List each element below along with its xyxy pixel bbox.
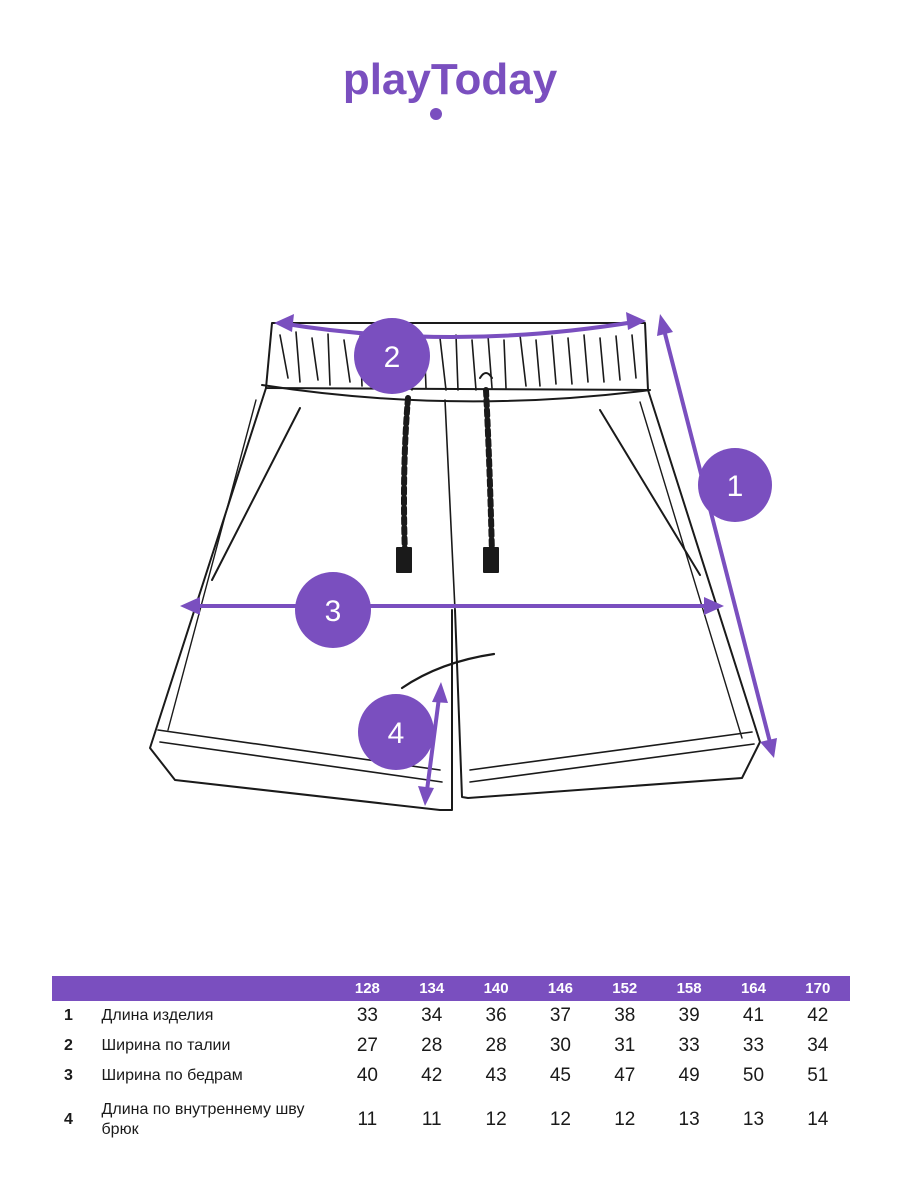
measurement-value: 28 xyxy=(485,1035,507,1056)
shorts-sketch-icon: 1 2 3 4 xyxy=(149,312,777,811)
measurement-value: 33 xyxy=(742,1035,765,1056)
measurement-value: 47 xyxy=(614,1065,636,1086)
size-header-152: 152 xyxy=(612,980,638,997)
brand-logo: playToday xyxy=(0,52,900,124)
measurement-value: 12 xyxy=(485,1109,507,1130)
measurement-value: 40 xyxy=(356,1065,378,1086)
marker-1-badge: 1 xyxy=(698,448,772,522)
size-header-140: 140 xyxy=(483,980,509,997)
measurement-value: 42 xyxy=(421,1065,443,1086)
marker-2-badge: 2 xyxy=(354,318,430,394)
table-row: 4 Длина по внутреннему шву брюк 11 11 12… xyxy=(52,1091,850,1149)
right-pocket xyxy=(599,409,701,576)
waistband-lower-edge xyxy=(261,384,651,403)
size-header-146: 146 xyxy=(547,980,573,997)
logo-wordmark: playToday xyxy=(343,55,558,104)
right-leg-outline xyxy=(454,389,761,799)
measurement-value: 12 xyxy=(614,1109,636,1130)
marker-3-badge: 3 xyxy=(295,572,371,648)
measurement-value: 34 xyxy=(807,1035,829,1056)
measurement-name: Длина по внутреннему шву брюк xyxy=(101,1101,305,1138)
measurement-value: 12 xyxy=(549,1109,571,1130)
measurement-value: 43 xyxy=(485,1065,507,1086)
measurement-name: Ширина по талии xyxy=(101,1037,231,1054)
table-row: 1 Длина изделия 33 34 36 37 38 39 41 42 xyxy=(52,1001,850,1031)
logo-dot xyxy=(430,108,442,120)
svg-text:2: 2 xyxy=(384,341,401,374)
length-arrow xyxy=(660,320,774,752)
size-header-170: 170 xyxy=(805,980,831,997)
left-pocket xyxy=(211,407,301,581)
size-header-row: 128 134 140 146 152 158 164 170 xyxy=(52,976,850,1001)
measurement-value: 30 xyxy=(549,1035,571,1056)
size-header-134: 134 xyxy=(419,980,445,997)
measurement-value: 50 xyxy=(742,1065,765,1086)
measurement-name: Ширина по бедрам xyxy=(101,1067,243,1084)
measurement-value: 13 xyxy=(742,1109,765,1130)
measurement-value: 33 xyxy=(356,1005,378,1026)
size-header-164: 164 xyxy=(740,980,766,997)
svg-text:1: 1 xyxy=(727,470,744,503)
playtoday-logo-icon: playToday xyxy=(343,55,558,120)
measurement-value: 49 xyxy=(678,1065,700,1086)
waist-arrow xyxy=(278,319,642,339)
svg-text:4: 4 xyxy=(388,717,405,750)
measurement-value: 11 xyxy=(357,1109,378,1130)
left-leg-outline xyxy=(149,387,453,811)
measurement-value: 13 xyxy=(678,1109,700,1130)
measurement-value: 28 xyxy=(421,1035,443,1056)
measurement-value: 38 xyxy=(614,1005,636,1026)
table-row: 2 Ширина по талии 27 28 28 30 31 33 33 3… xyxy=(52,1031,850,1061)
measurement-value: 42 xyxy=(807,1005,829,1026)
measurement-value: 11 xyxy=(421,1109,442,1130)
header-num-cell xyxy=(52,976,102,1001)
measurement-value: 14 xyxy=(807,1109,829,1130)
measurement-name: Длина изделия xyxy=(101,1007,214,1024)
measurement-value: 31 xyxy=(614,1035,636,1056)
size-header-158: 158 xyxy=(676,980,702,997)
measurement-value: 41 xyxy=(742,1005,765,1026)
measurement-value: 37 xyxy=(549,1005,571,1026)
measurement-value: 39 xyxy=(678,1005,700,1026)
svg-text:3: 3 xyxy=(325,595,342,628)
marker-4-badge: 4 xyxy=(358,694,434,770)
measurement-value: 36 xyxy=(485,1005,507,1026)
size-header-128: 128 xyxy=(354,980,380,997)
measurement-value: 45 xyxy=(549,1065,571,1086)
row-number: 2 xyxy=(64,1037,73,1054)
header-name-cell xyxy=(102,976,336,1001)
row-number: 4 xyxy=(64,1111,73,1128)
measurement-value: 27 xyxy=(356,1035,378,1056)
size-chart-table: 128 134 140 146 152 158 164 170 1 Длина … xyxy=(52,976,850,1149)
measurement-value: 34 xyxy=(421,1005,443,1026)
table-row: 3 Ширина по бедрам 40 42 43 45 47 49 50 … xyxy=(52,1061,850,1091)
row-number: 3 xyxy=(64,1067,73,1084)
shorts-measurement-diagram: 1 2 3 4 xyxy=(0,290,900,830)
measurement-value: 33 xyxy=(678,1035,700,1056)
row-number: 1 xyxy=(64,1007,73,1024)
measurement-value: 51 xyxy=(807,1065,829,1086)
inseam-arrow xyxy=(424,688,442,800)
